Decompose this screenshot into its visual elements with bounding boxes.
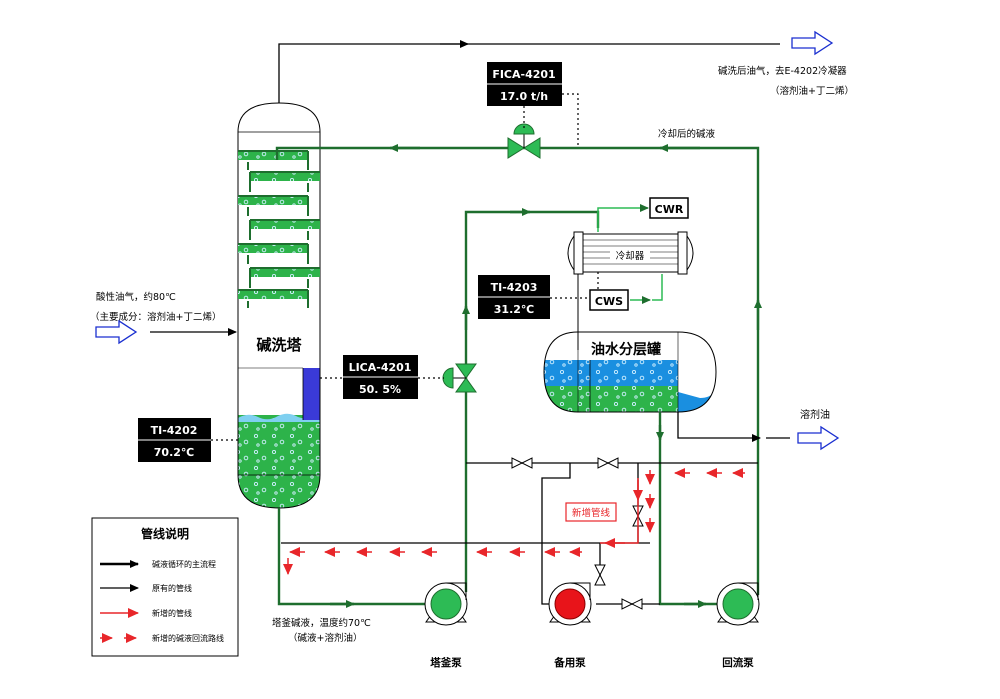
- cooling-water-lines: [597, 204, 663, 304]
- wash-tower: 碱洗塔: [237, 102, 321, 509]
- fica-tag: FICA-4201: [492, 68, 555, 81]
- gate-valve[interactable]: [597, 457, 619, 469]
- new-alkali-reflux-route: [283, 468, 745, 575]
- separator-label: 油水分层罐: [591, 341, 661, 358]
- pump-spare-label: 备用泵: [553, 656, 586, 669]
- valve-actuator-icon: [442, 367, 454, 389]
- outlet-arrow-icon: [791, 30, 834, 56]
- cwr-box: CWR: [649, 197, 689, 219]
- top-outlet-label: 碱洗后油气，去E-4202冷凝器: [718, 65, 847, 77]
- original-pipes: [281, 462, 758, 605]
- pump-bottom-label: 塔釜泵: [430, 656, 462, 669]
- cooler-exchanger: 冷却器: [567, 231, 694, 300]
- fica-4201-instrument[interactable]: FICA-4201 17.0 t/h: [487, 62, 562, 106]
- ti-4203-instrument[interactable]: TI-4203 31.2℃: [478, 275, 550, 319]
- bottom-liquid-label: 塔釜碱液，温度约70℃: [272, 617, 371, 629]
- feed-composition: （主要成分：溶剂油+丁二烯）: [90, 311, 221, 323]
- legend: 管线说明 碱液循环的主流程 原有的管线 新增的管线 新增的碱液回流路线: [91, 517, 239, 657]
- gate-valve[interactable]: [594, 564, 606, 586]
- legend-item: 新增的管线: [152, 608, 192, 618]
- tray: [238, 195, 309, 216]
- fica-value: 17.0 t/h: [500, 90, 548, 103]
- legend-item: 碱液循环的主流程: [152, 559, 216, 569]
- tower-label: 碱洗塔: [256, 336, 302, 354]
- legend-title: 管线说明: [141, 526, 189, 541]
- pump-reflux[interactable]: 回流泵: [716, 582, 760, 669]
- oil-water-separator: 油水分层罐: [543, 274, 717, 413]
- ti4202-tag: TI-4202: [151, 424, 198, 437]
- legend-item: 原有的管线: [152, 583, 192, 593]
- tower-trays: [238, 150, 320, 308]
- tower-bottom-line: 塔釜碱液，温度约70℃ （碱液+溶剂油）: [272, 508, 430, 644]
- gate-valve[interactable]: [621, 598, 643, 610]
- legend-item: 新增的碱液回流路线: [152, 633, 224, 643]
- tray: [238, 289, 309, 308]
- pump-spare[interactable]: 备用泵: [548, 582, 592, 669]
- tray: [238, 150, 309, 170]
- tray: [249, 219, 320, 240]
- level-control-valve[interactable]: [442, 363, 477, 393]
- new-pipe: 新增管线: [565, 478, 643, 548]
- solvent-oil-outlet: 溶剂油: [677, 408, 840, 451]
- lica-4201-instrument[interactable]: LICA-4201 50. 5%: [343, 355, 418, 399]
- cws-label: CWS: [595, 295, 623, 308]
- feed-inlet: 酸性油气，约80℃ （主要成分：溶剂油+丁二烯）: [90, 291, 237, 345]
- tray: [249, 267, 320, 288]
- gate-valve[interactable]: [511, 457, 533, 469]
- tray: [249, 171, 320, 192]
- new-pipe-label: 新增管线: [572, 507, 611, 519]
- solvent-oil-label: 溶剂油: [800, 408, 830, 421]
- valve-actuator-icon: [513, 123, 535, 135]
- overhead-vapor-line: 碱洗后油气，去E-4202冷凝器 （溶剂油+丁二烯）: [278, 30, 854, 103]
- bottom-liquid-composition: （碱液+溶剂油）: [288, 632, 362, 644]
- lica-tag: LICA-4201: [349, 361, 412, 374]
- pump-bottom[interactable]: 塔釜泵: [424, 582, 468, 669]
- ti-4202-instrument[interactable]: TI-4202 70.2℃: [138, 418, 211, 462]
- inlet-arrow-icon: [95, 319, 138, 345]
- outlet-arrow-icon: [797, 425, 840, 451]
- separator-to-reflux-pump: [656, 412, 720, 608]
- ti4203-tag: TI-4203: [491, 281, 538, 294]
- pump-reflux-label: 回流泵: [722, 656, 754, 669]
- cooled-alkali-label: 冷却后的碱液: [658, 128, 716, 140]
- flow-control-valve[interactable]: [507, 123, 541, 159]
- ti4202-value: 70.2℃: [154, 446, 194, 459]
- tray: [238, 243, 309, 264]
- cwr-label: CWR: [655, 203, 684, 216]
- cws-box: CWS: [589, 289, 629, 311]
- ti4203-value: 31.2℃: [494, 303, 534, 316]
- level-gauge-indicator: [303, 368, 320, 420]
- feed-label: 酸性油气，约80℃: [96, 291, 176, 303]
- top-outlet-composition: （溶剂油+丁二烯）: [770, 85, 854, 97]
- lica-value: 50. 5%: [359, 383, 401, 396]
- cooler-label: 冷却器: [616, 250, 645, 262]
